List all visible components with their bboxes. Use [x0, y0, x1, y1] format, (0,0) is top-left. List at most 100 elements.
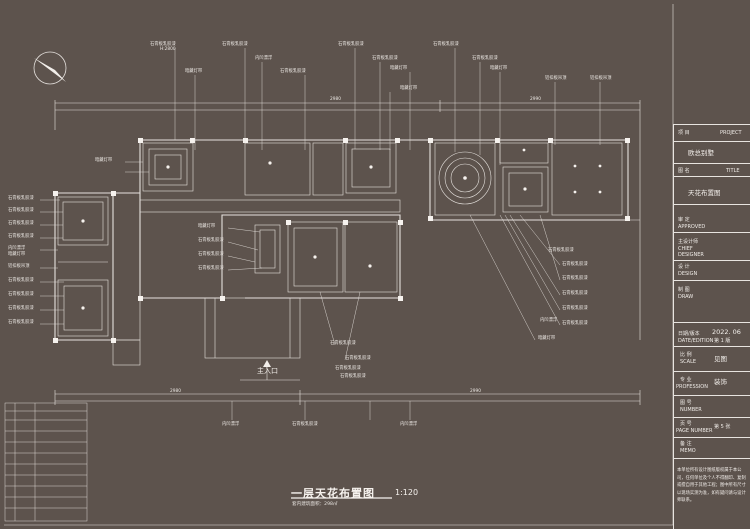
callout-left: 石膏板乳胶漆 — [8, 196, 34, 201]
callout-top: 铝扣板吊顶 — [590, 76, 612, 81]
callout-top: 铝扣板吊顶 — [545, 76, 567, 81]
callout-left: 石膏板乳胶漆 — [8, 320, 34, 325]
edition-value: 第 1 版 — [714, 338, 731, 344]
drawing-title: 一层天花布置图 — [291, 487, 375, 500]
callout-bottom: 石膏板乳胶漆 — [345, 356, 371, 361]
callout-right: 石膏板乳胶漆 — [548, 248, 574, 253]
callout-footer: 内凹漂浮 — [400, 422, 418, 427]
dimension-top-left: 2980 — [330, 97, 341, 102]
profession-label-en: PROFESSION — [676, 384, 708, 390]
date-label-en: DATE/EDITION — [678, 338, 714, 344]
callout-right: 暗藏灯带 — [538, 336, 556, 341]
callout-top: 暗藏灯带 — [400, 86, 418, 91]
profession-label: 专 业 — [680, 377, 692, 383]
drawing-scale: 1:120 — [395, 488, 419, 497]
scale-value: 见图 — [714, 355, 727, 363]
callout-center: 暗藏灯带 — [198, 224, 216, 229]
callout-left: 内凹漂浮 — [8, 246, 26, 251]
project-label-en: PROJECT — [720, 130, 742, 136]
callout-top: 暗藏灯带 — [390, 66, 408, 71]
project-value-row: 欧总别墅 — [674, 141, 750, 163]
memo-text-row: 本单位所有设计图纸版权属于本公司，任何单位及个人不得翻印、复制或擅自用于其他工程… — [674, 458, 750, 529]
scale-label: 比 例 — [680, 352, 692, 358]
callout-left: 石膏板乳胶漆 — [8, 208, 34, 213]
memo-label: 备 注 — [680, 441, 692, 447]
page-row: 页 号 PAGE NUMBER 第 5 张 — [674, 417, 750, 437]
callout-left: 石膏板乳胶漆 — [8, 234, 34, 239]
callout-bottom: 石膏板乳胶漆 — [330, 341, 356, 346]
ceiling-height: H:2800 — [160, 47, 176, 52]
page-label-en: PAGE NUMBER — [676, 428, 713, 434]
design-label: 设 计 — [678, 264, 690, 270]
dimension-bottom-right: 2990 — [470, 389, 481, 394]
callout-center: 石膏板乳胶漆 — [198, 252, 224, 257]
title-value: 天花布置图 — [688, 189, 721, 197]
title-row: 图 名 TITLE — [674, 163, 750, 176]
callout-top: 暗藏灯带 — [185, 69, 203, 74]
callout-top: 石膏板乳胶漆 — [433, 42, 459, 47]
draw-label-en: DRAW — [678, 294, 694, 300]
callout-left: 铝扣板吊顶 — [8, 264, 30, 269]
chief-designer-label: 主设计师 — [678, 239, 699, 245]
callout-right: 石膏板乳胶漆 — [562, 276, 588, 281]
profession-row: 专 业 PROFESSION 装饰 — [674, 371, 750, 395]
callout-footer: 石膏板乳胶漆 — [292, 422, 318, 427]
scale-row: 比 例 SCALE 见图 — [674, 346, 750, 371]
approved-row: 审 定 APPROVED — [674, 204, 750, 232]
callout-bottom: 石膏板乳胶漆 — [340, 374, 366, 379]
dimension-bottom-left: 2980 — [170, 389, 181, 394]
date-value: 2022. 06 — [712, 328, 741, 336]
profession-value: 装饰 — [714, 378, 727, 386]
design-label-en: DESIGN — [678, 271, 698, 277]
number-row: 图 号 NUMBER — [674, 395, 750, 417]
callout-footer: 内凹漂浮 — [222, 422, 240, 427]
callout-left: 石膏板乳胶漆 — [8, 221, 34, 226]
approved-label: 审 定 — [678, 217, 690, 223]
draw-row: 制 图 DRAW — [674, 280, 750, 322]
approved-label-en: APPROVED — [678, 224, 706, 230]
callout-left: 石膏板乳胶漆 — [8, 292, 34, 297]
draw-label: 制 图 — [678, 287, 690, 293]
callout-top: 石膏板乳胶漆 — [472, 56, 498, 61]
project-value: 欧总别墅 — [688, 149, 714, 157]
project-label: 项 目 — [678, 130, 690, 136]
date-label: 日期/版本 — [678, 331, 700, 337]
title-label: 图 名 — [678, 168, 690, 174]
callout-top: 石膏板乳胶漆 — [280, 69, 306, 74]
callout-left: 石膏板乳胶漆 — [8, 278, 34, 283]
title-block: 项 目 PROJECT 欧总别墅 图 名 TITLE 天花布置图 审 定 APP… — [673, 124, 750, 529]
chief-designer-label-en: CHIEF DESIGNER — [678, 246, 704, 258]
callout-top: 暗藏灯带 — [490, 66, 508, 71]
callout-right: 石膏板乳胶漆 — [562, 291, 588, 296]
callout-left: 暗藏灯带 — [8, 252, 26, 257]
callout-top: 石膏板乳胶漆 — [338, 42, 364, 47]
callout-right: 石膏板乳胶漆 — [562, 262, 588, 267]
title-value-row: 天花布置图 — [674, 176, 750, 204]
callout-right: 石膏板乳胶漆 — [562, 321, 588, 326]
callout-center: 石膏板乳胶漆 — [198, 238, 224, 243]
number-label-en: NUMBER — [680, 407, 702, 413]
callout-left: 暗藏灯带 — [95, 158, 113, 163]
callout-left: 石膏板乳胶漆 — [8, 306, 34, 311]
callout-center: 石膏板乳胶漆 — [198, 266, 224, 271]
page-label: 页 号 — [680, 421, 692, 427]
callout-right: 石膏板乳胶漆 — [562, 306, 588, 311]
scale-label-en: SCALE — [680, 359, 697, 365]
number-label: 图 号 — [680, 400, 692, 406]
callout-top: 石膏板乳胶漆 — [372, 56, 398, 61]
chief-designer-row: 主设计师 CHIEF DESIGNER — [674, 232, 750, 260]
memo-text: 本单位所有设计图纸版权属于本公司，任何单位及个人不得翻印、复制或擅自用于其他工程… — [677, 468, 746, 504]
design-row: 设 计 DESIGN — [674, 260, 750, 280]
dimension-top-right: 2990 — [530, 97, 541, 102]
callout-top: 内凹漂浮 — [255, 56, 273, 61]
memo-label-en: MEMO — [680, 448, 696, 454]
date-row: 日期/版本 DATE/EDITION 2022. 06 第 1 版 — [674, 322, 750, 346]
page-value: 第 5 张 — [714, 424, 731, 430]
callout-right: 内凹漂浮 — [540, 318, 558, 323]
callout-top: 石膏板乳胶漆 — [150, 42, 176, 47]
drawing-area-note: 套内建筑面积：298㎡ — [292, 502, 338, 507]
memo-row: 备 注 MEMO — [674, 437, 750, 458]
callout-top: 石膏板乳胶漆 — [222, 42, 248, 47]
